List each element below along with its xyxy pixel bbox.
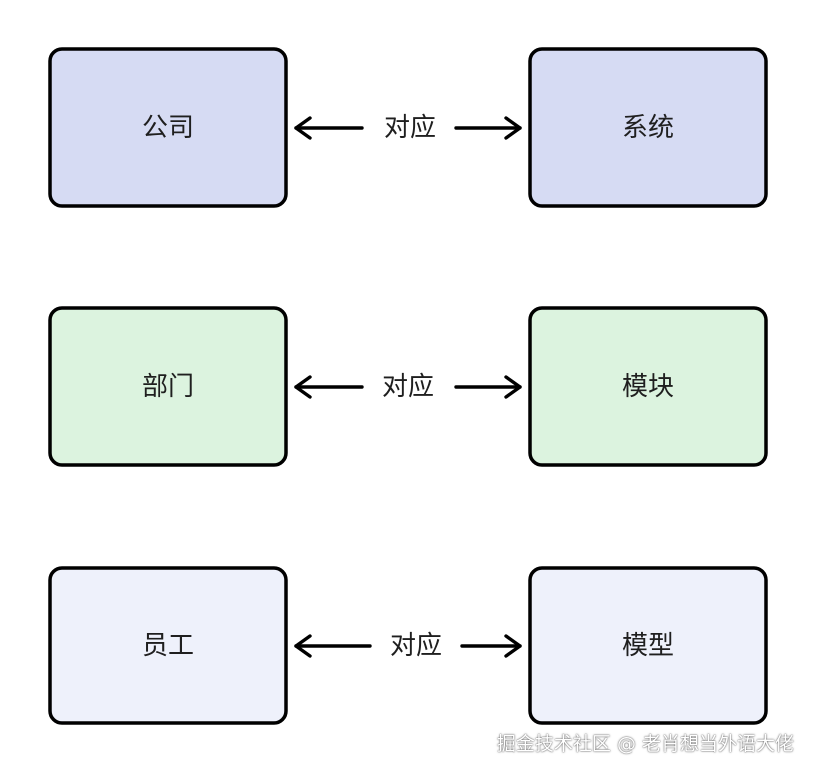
right-box-2 <box>528 306 768 467</box>
relation-label-3: 对应 <box>390 631 442 661</box>
left-box-1 <box>48 47 288 208</box>
row-1: 公司 对应 系统 <box>48 47 768 208</box>
right-box-3 <box>528 566 768 725</box>
left-box-1-label: 公司 <box>142 113 194 143</box>
right-box-2-label: 模块 <box>622 372 674 402</box>
relation-label-1: 对应 <box>384 113 436 143</box>
row-2: 部门 对应 模块 <box>48 306 768 467</box>
relation-label-2: 对应 <box>382 372 434 402</box>
left-box-2 <box>48 306 288 467</box>
right-box-3-label: 模型 <box>622 631 674 661</box>
watermark: 掘金技术社区 @ 老肖想当外语大佬 <box>496 733 794 755</box>
right-box-1-label: 系统 <box>622 113 674 143</box>
left-box-3 <box>48 566 288 725</box>
left-box-3-label: 员工 <box>142 631 194 661</box>
left-box-2-label: 部门 <box>142 372 194 402</box>
right-box-1 <box>528 47 768 208</box>
row-3: 员工 对应 模型 <box>48 566 768 725</box>
